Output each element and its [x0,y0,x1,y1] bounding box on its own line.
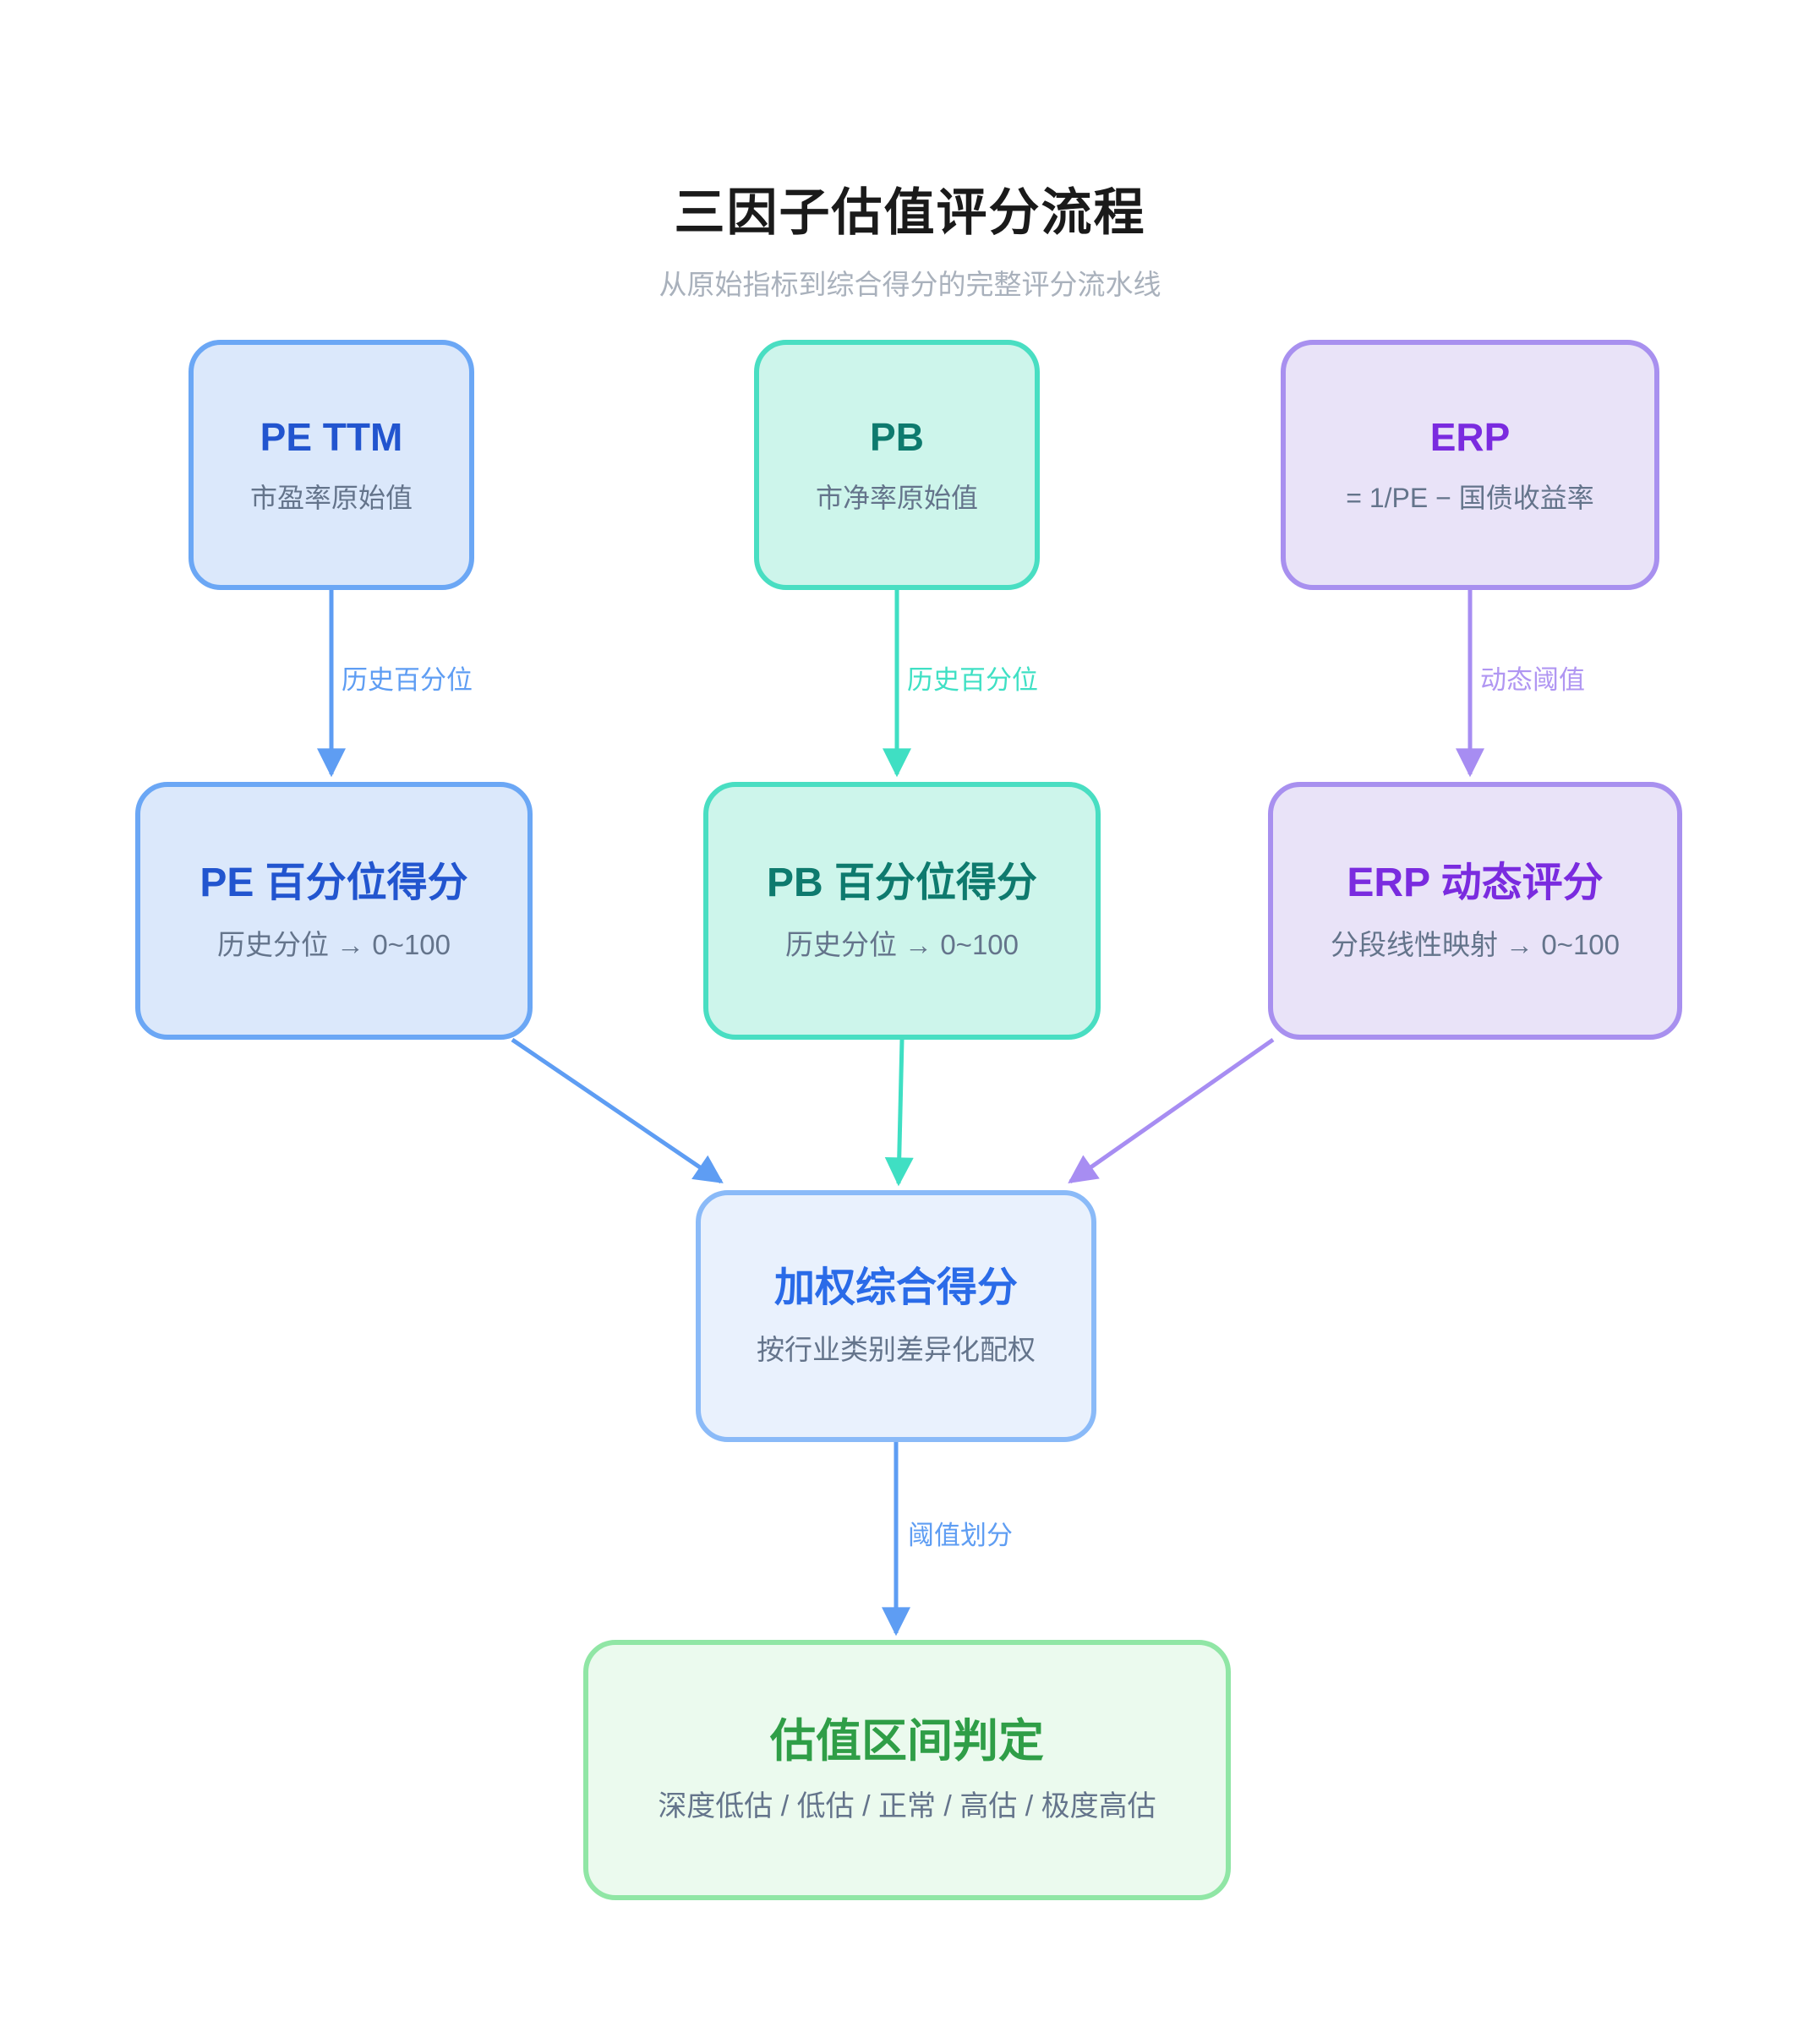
node-pe-percentile-score-subtitle: 历史分位 → 0~100 [216,928,451,960]
node-erp: ERP = 1/PE − 国债收益率 [1281,340,1659,590]
node-pb-title: PB [870,415,924,460]
node-valuation-range-verdict-title: 估值区间判定 [770,1716,1044,1767]
arrow-pescore-to-weighted [511,1037,724,1184]
node-weighted-composite-score-subtitle: 按行业类别差异化配权 [757,1334,1036,1366]
node-pb: PB 市净率原始值 [754,340,1040,590]
node-pe-percentile-score: PE 百分位得分 历史分位 → 0~100 [135,782,533,1040]
node-weighted-composite-score: 加权综合得分 按行业类别差异化配权 [696,1190,1096,1442]
node-weighted-composite-score-title: 加权综合得分 [773,1265,1018,1311]
node-pe-percentile-score-title: PE 百分位得分 [199,860,468,905]
node-pb-percentile-score: PB 百分位得分 历史分位 → 0~100 [703,782,1101,1040]
page-subtitle: 从原始指标到综合得分的完整评分流水线 [659,269,1161,300]
node-valuation-range-verdict-subtitle: 深度低估 / 低估 / 正常 / 高估 / 极度高估 [658,1789,1156,1822]
arrow-pbscore-to-weighted [884,1039,914,1187]
edge-label-threshold-partition: 阈值划分 [908,1521,1013,1550]
edge-label-erp-dynamic-threshold: 动态阈值 [1480,665,1585,695]
node-pe-ttm: PE TTM 市盈率原始值 [189,340,474,590]
node-pb-subtitle: 市净率原始值 [815,482,978,513]
edge-label-pb-history-percentile: 历史百分位 [907,665,1038,695]
node-pe-ttm-title: PE TTM [260,415,403,460]
node-pe-ttm-subtitle: 市盈率原始值 [249,482,413,513]
node-erp-subtitle: = 1/PE − 国债收益率 [1346,482,1594,513]
node-erp-dynamic-score: ERP 动态评分 分段线性映射 → 0~100 [1268,782,1682,1040]
node-erp-title: ERP [1429,415,1511,460]
node-pb-percentile-score-subtitle: 历史分位 → 0~100 [784,928,1019,960]
page-title: 三因子估值评分流程 [674,184,1146,241]
arrow-erpscore-to-weighted [1068,1037,1275,1184]
node-pb-percentile-score-title: PB 百分位得分 [766,860,1038,905]
node-valuation-range-verdict: 估值区间判定 深度低估 / 低估 / 正常 / 高估 / 极度高估 [583,1640,1231,1900]
node-erp-dynamic-score-subtitle: 分段线性映射 → 0~100 [1330,928,1621,960]
node-erp-dynamic-score-title: ERP 动态评分 [1347,860,1604,905]
edge-label-pe-history-percentile: 历史百分位 [342,665,473,695]
